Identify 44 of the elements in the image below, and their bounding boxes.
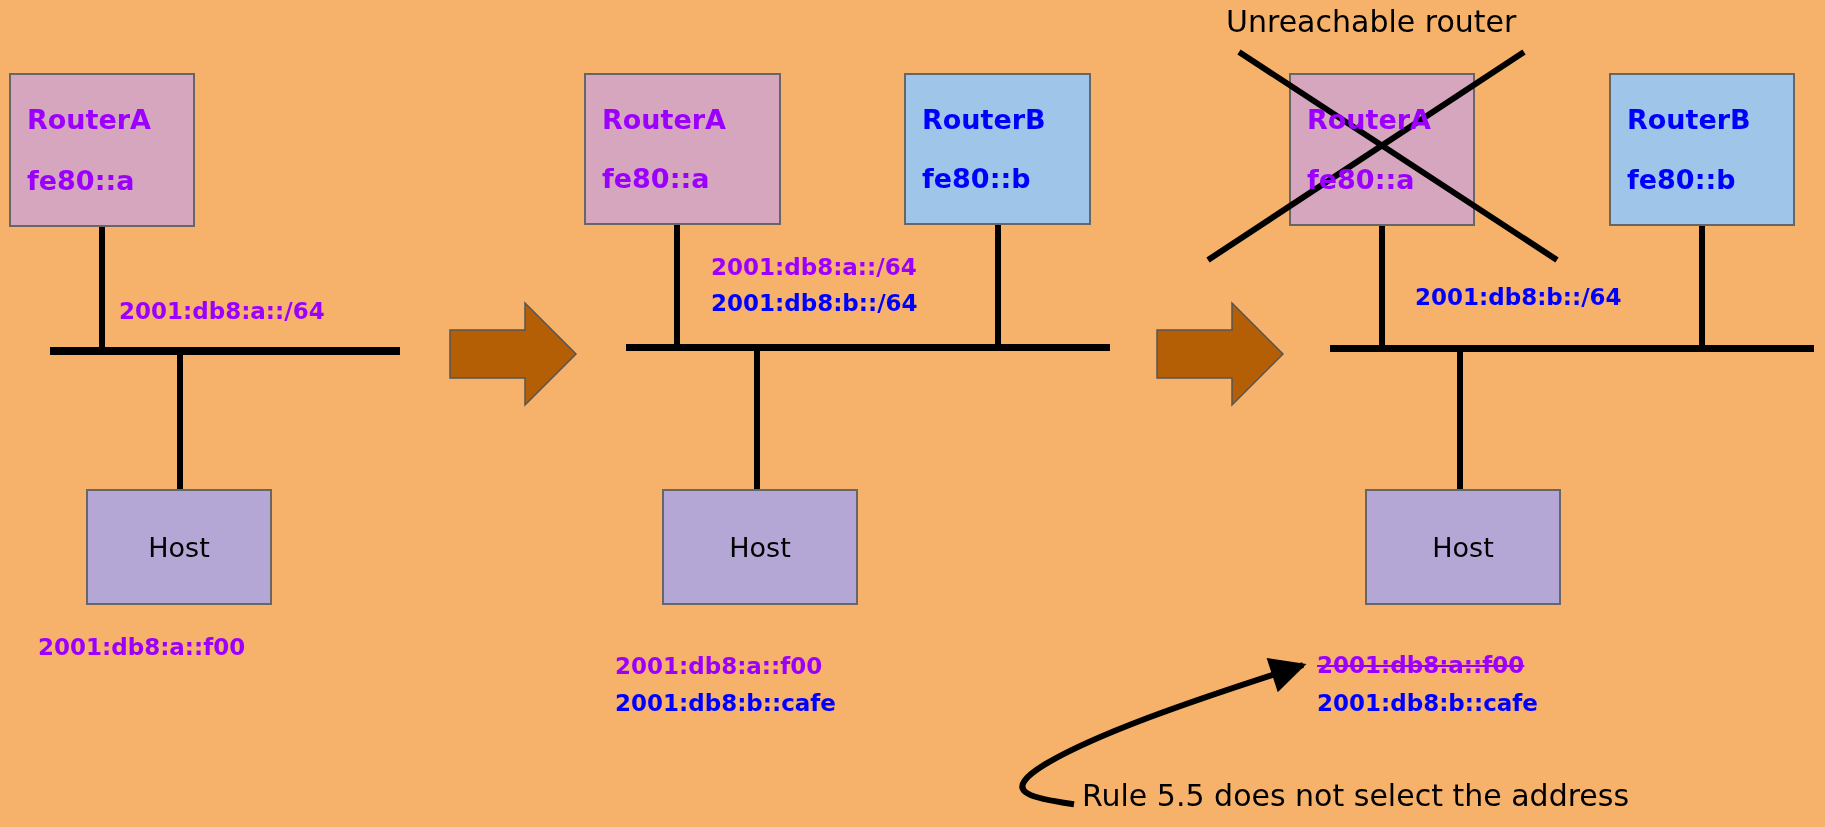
router-box — [1609, 73, 1795, 226]
router-box — [9, 73, 195, 227]
note-text: Rule 5.5 does not select the address — [1082, 778, 1630, 813]
network-link — [674, 225, 680, 344]
host-label: Host — [148, 531, 210, 563]
address-label: 2001:db8:b::cafe — [615, 690, 836, 716]
host-box — [86, 489, 272, 605]
link-local-address: fe80::b — [922, 163, 1031, 195]
link-local-address: fe80::a — [27, 164, 135, 196]
prefix-label: 2001:db8:a::/64 — [119, 298, 325, 324]
network-link — [1379, 226, 1385, 345]
router-name: RouterB — [922, 103, 1046, 135]
prefix-label: 2001:db8:a::/64 — [711, 254, 917, 280]
leader-arrow — [1019, 657, 1307, 808]
block-arrow — [1156, 301, 1285, 407]
network-link — [754, 351, 760, 489]
router-name: RouterA — [602, 103, 726, 135]
router-box — [584, 73, 781, 225]
host-label: Host — [729, 531, 791, 563]
address-text: 2001:db8:a::f00 — [1317, 652, 1525, 678]
network-link — [177, 355, 183, 489]
host-box — [1365, 489, 1561, 605]
address-label: 2001:db8:b::cafe — [1317, 690, 1538, 716]
block-arrow — [449, 301, 578, 407]
network-bus — [1330, 345, 1814, 352]
router-name: RouterA — [27, 104, 151, 136]
host-box — [662, 489, 858, 605]
caption-text: Unreachable router — [1226, 4, 1517, 39]
network-bus — [50, 347, 400, 355]
router-name: RouterB — [1627, 104, 1751, 135]
prefix-label: 2001:db8:b::/64 — [1415, 284, 1622, 310]
address-label: 2001:db8:a::f00 — [615, 653, 823, 679]
router-box — [1289, 73, 1475, 226]
router-box — [904, 73, 1091, 225]
prefix-label: 2001:db8:b::/64 — [711, 290, 918, 316]
network-link — [1457, 352, 1463, 489]
network-link — [99, 227, 105, 347]
network-bus — [626, 344, 1110, 351]
network-link — [1699, 226, 1705, 345]
link-local-address: fe80::b — [1627, 164, 1736, 195]
address-label: 2001:db8:a::f00 — [38, 634, 246, 660]
host-label: Host — [1432, 531, 1494, 563]
link-local-address: fe80::a — [602, 163, 710, 195]
network-link — [995, 225, 1001, 344]
